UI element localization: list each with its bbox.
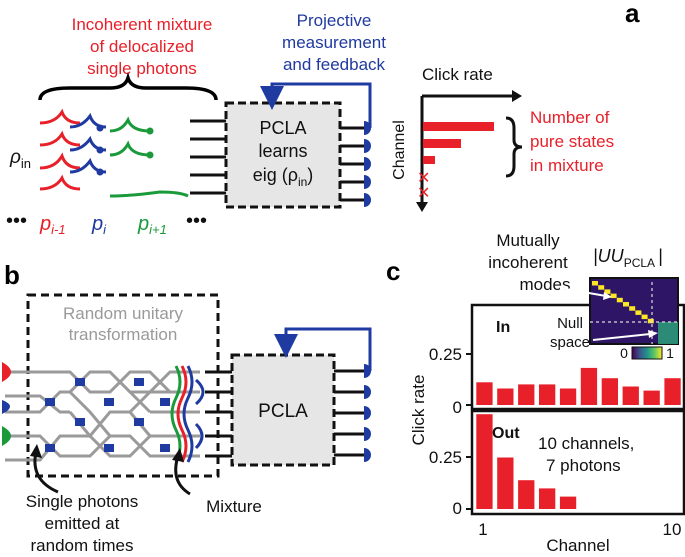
in-label: In <box>496 319 510 336</box>
pure-text-1: Number of <box>530 108 610 127</box>
photon-pulses-red <box>39 108 81 191</box>
mutually-text-2: incoherent <box>488 253 568 272</box>
output-lines-b <box>334 369 364 457</box>
null-text-1: Null <box>557 315 583 332</box>
colorbar-max: 1 <box>666 345 674 361</box>
bar-in-6 <box>580 367 598 405</box>
single-text-3: random times <box>31 536 134 555</box>
input-lines-b <box>205 370 232 458</box>
panel-b: b Random unitary transformation <box>2 260 372 555</box>
mixture-text-2: of delocalized <box>90 37 194 56</box>
c-ylabel: Click rate <box>409 375 428 446</box>
pure-text-3: in mixture <box>530 156 604 175</box>
ytick-in-025: 0.25 <box>429 345 462 364</box>
single-photons-arrow <box>33 451 59 494</box>
panel-label-a: a <box>625 0 640 28</box>
projective-text-2: measurement <box>282 33 386 52</box>
mixture-text-1: Incoherent mixture <box>72 15 213 34</box>
bar-in-8 <box>622 386 639 405</box>
note-text-1: 10 channels, <box>538 434 634 453</box>
note-text-2: 7 photons <box>546 456 621 475</box>
bar-in-3 <box>518 384 535 405</box>
panel-label-c: c <box>386 256 400 286</box>
matrix-label: |UUPCLA| <box>593 246 663 270</box>
bar-in-9 <box>643 390 660 405</box>
xtick-min: 1 <box>478 520 487 539</box>
input-lines <box>190 119 226 195</box>
null-text-2: space <box>550 334 590 351</box>
svg-text:✕: ✕ <box>417 170 430 187</box>
bar-out-4 <box>539 488 556 509</box>
c-xlabel: Channel <box>546 536 609 555</box>
random-text-1: Random unitary <box>63 304 184 323</box>
panel-label-b: b <box>4 260 20 290</box>
channel-label-a: Channel <box>391 120 408 180</box>
ytick-in-0: 0 <box>453 398 462 417</box>
y-ticks <box>466 353 472 510</box>
click-rate-label: Click rate <box>422 65 493 84</box>
out-bars <box>476 414 577 509</box>
photon-pulses-green <box>109 116 189 198</box>
mixture-text-3: single photons <box>87 59 197 78</box>
beam-splitters <box>45 378 170 452</box>
p-mid-label: pi <box>91 213 107 237</box>
random-unitary-box <box>26 293 220 478</box>
xtick-max: 10 <box>663 520 682 539</box>
rho-symbol: ρin <box>9 147 31 171</box>
dots-left: ••• <box>6 210 27 232</box>
input-pulses-b <box>2 362 11 446</box>
in-bars <box>476 367 681 405</box>
output-lines-a <box>340 126 364 202</box>
bar-out-2 <box>497 457 514 509</box>
mixture-pulses <box>170 365 205 463</box>
detectors-b <box>364 364 371 462</box>
bar-in-10 <box>664 378 681 405</box>
random-text-2: transformation <box>69 325 178 344</box>
projective-text-1: Projective <box>297 11 372 30</box>
out-axes <box>470 409 685 516</box>
pcla-box-a <box>224 101 342 209</box>
bar-in-4 <box>539 384 556 405</box>
feedback-arrow-a <box>260 82 372 128</box>
mutually-text-1: Mutually <box>496 231 560 250</box>
detectors-a <box>364 121 371 207</box>
svg-text:✕: ✕ <box>417 185 430 202</box>
p-right-label: pi+1 <box>137 213 167 237</box>
ytick-out-0: 0 <box>453 499 462 518</box>
bar-in-5 <box>559 388 577 405</box>
mixture-label: Mixture <box>206 497 262 516</box>
in-axes <box>470 303 685 411</box>
colorbar <box>631 346 663 360</box>
click-rate-mini-chart: Click rate Channel ✕ ✕ Number of pure st… <box>391 65 614 212</box>
single-text-1: Single photons <box>26 492 138 511</box>
projective-text-3: and feedback <box>283 55 386 74</box>
bar-out-5 <box>559 496 577 509</box>
pcla-text-b: PCLA <box>258 401 308 422</box>
p-left-label: pi-1 <box>39 213 66 237</box>
bar-in-1 <box>476 382 493 405</box>
panel-a: a Incoherent mixture of delocalized sing… <box>6 0 640 237</box>
ytick-out-025: 0.25 <box>429 448 462 467</box>
photon-pulse-dots <box>96 124 154 176</box>
single-text-2: emitted at <box>45 514 120 533</box>
bar-in-2 <box>497 388 514 405</box>
mutually-text-3: modes <box>519 275 570 294</box>
matrix-inset <box>559 277 679 345</box>
bar-out-1 <box>476 414 493 509</box>
pcla-text-3: eig (ρin) <box>253 165 314 189</box>
pcla-text-1: PCLA <box>259 118 306 138</box>
colorbar-min: 0 <box>620 345 628 361</box>
dots-right: ••• <box>186 210 207 232</box>
out-label: Out <box>492 425 520 442</box>
bar-in-7 <box>601 378 618 405</box>
bar-out-3 <box>518 480 535 509</box>
panel-c: c Mutually incoherent modes |UUPCLA| Nul… <box>386 231 685 555</box>
curly-brace <box>38 71 218 101</box>
feedback-arrow-b <box>274 327 372 371</box>
pcla-text-2: learns <box>258 141 307 161</box>
pure-text-2: pure states <box>530 132 614 151</box>
